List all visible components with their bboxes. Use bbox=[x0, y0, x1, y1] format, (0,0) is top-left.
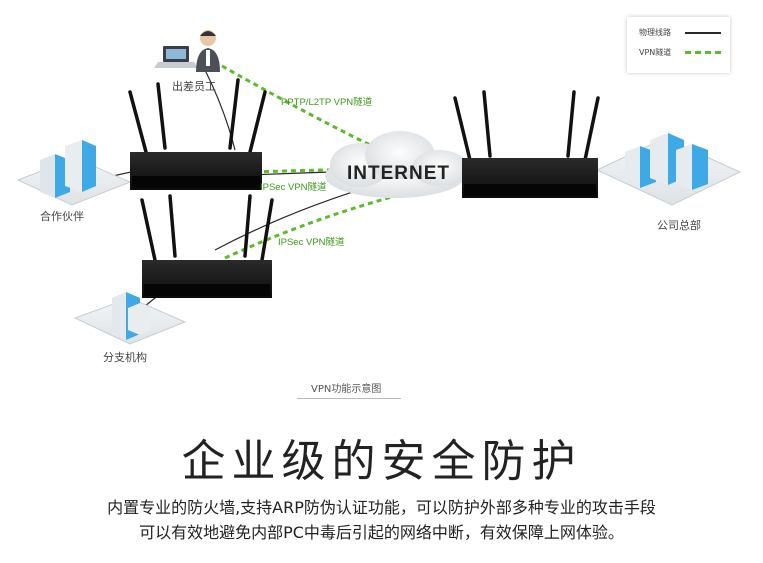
legend-physical-label: 物理线路 bbox=[639, 28, 671, 37]
travel-employee-label: 出差员工 bbox=[172, 80, 216, 93]
router-hq bbox=[453, 90, 600, 162]
ipsec-branch-tunnel-line bbox=[224, 176, 471, 260]
legend-vpn-line bbox=[685, 51, 721, 54]
diagram-caption: VPN功能示意图 bbox=[311, 384, 382, 395]
legend: 物理线路 VPN隧道 bbox=[627, 17, 730, 73]
legend-physical-line bbox=[685, 32, 721, 34]
travel-employee bbox=[154, 30, 220, 72]
body-line-2: 可以有效地避免内部PC中毒后引起的网络中断，有效保障上网体验。 bbox=[139, 523, 624, 542]
headquarters-label: 公司总部 bbox=[657, 219, 701, 232]
router-branch bbox=[140, 194, 274, 262]
hq-building bbox=[595, 133, 742, 206]
internet-cloud bbox=[325, 131, 468, 198]
branch-building bbox=[73, 292, 187, 345]
partner-building bbox=[16, 140, 132, 206]
pptp-tunnel-label: PPTP/L2TP VPN隧道 bbox=[281, 97, 373, 108]
ipsec-branch-tunnel-label: IPSec VPN隧道 bbox=[278, 237, 345, 248]
router-partner-side bbox=[128, 78, 267, 154]
network-diagram bbox=[16, 30, 742, 345]
partner-label: 合作伙伴 bbox=[40, 210, 84, 223]
headline: 企业级的安全防护 bbox=[181, 436, 582, 487]
body-line-1: 内置专业的防火墙,支持ARP防伪认证功能，可以防护外部多种专业的攻击手段 bbox=[107, 498, 656, 517]
caption-divider bbox=[297, 398, 401, 399]
ipsec-partner-tunnel-label: IPSec VPN隧道 bbox=[260, 182, 327, 193]
branch-label: 分支机构 bbox=[103, 351, 147, 364]
legend-vpn-label: VPN隧道 bbox=[639, 48, 672, 57]
internet-label: INTERNET bbox=[347, 163, 450, 184]
